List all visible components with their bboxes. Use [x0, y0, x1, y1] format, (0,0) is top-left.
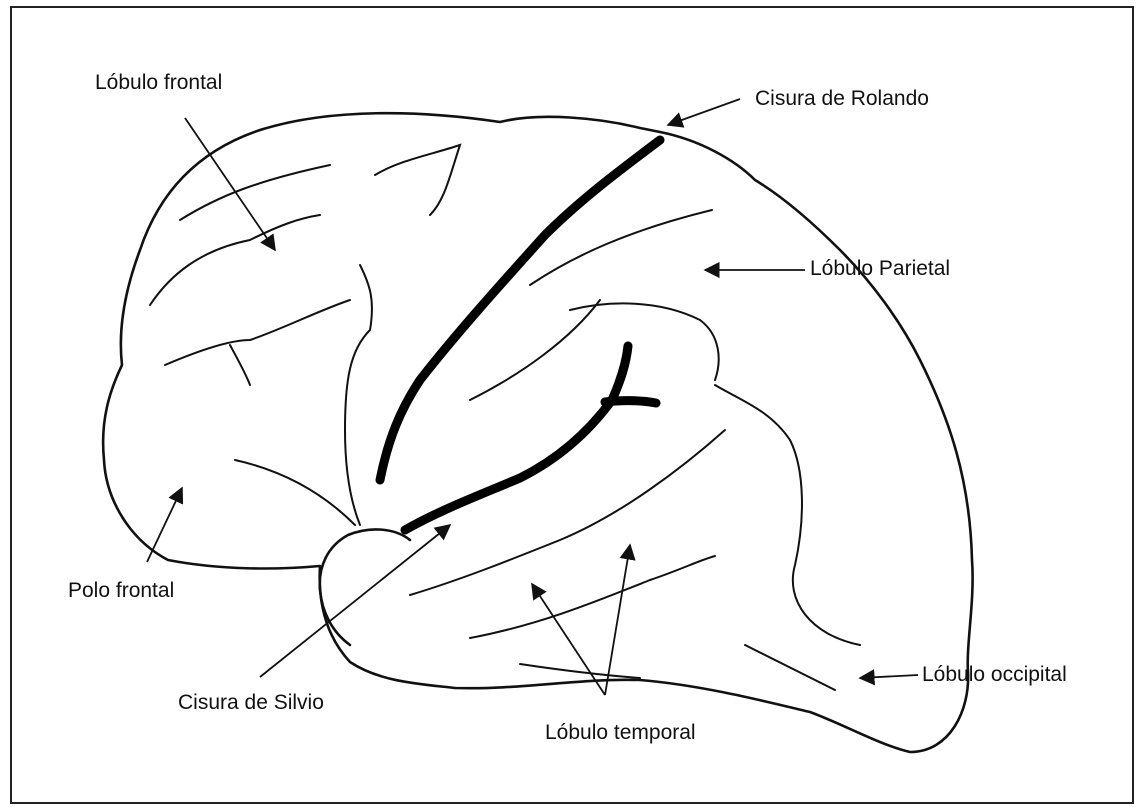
label-sylvian-fissure: Cisura de Silvio — [178, 692, 324, 713]
frontal-sulcus-7 — [235, 460, 355, 525]
parietal-sulcus-2 — [470, 300, 600, 400]
sylvian-fissure-branch — [605, 401, 656, 403]
frontal-sulcus-2 — [150, 215, 320, 305]
arrow-frontal-pole — [147, 488, 182, 562]
label-parietal-lobe: Lóbulo Parietal — [810, 258, 950, 279]
label-frontal-lobe: Lóbulo frontal — [95, 72, 222, 93]
label-rolandic-fissure: Cisura de Rolando — [755, 88, 929, 109]
frontal-sulcus-4 — [165, 300, 350, 365]
temporal-gyrus-upper — [570, 303, 719, 380]
arrow-frontal-lobe — [185, 118, 275, 250]
arrow-temporal-lobe-1 — [532, 584, 605, 695]
rolandic-fissure — [380, 140, 660, 480]
frontal-sulcus-1 — [180, 165, 330, 220]
frontal-sulcus-6 — [345, 265, 372, 525]
temporal-gyrus-lower — [715, 385, 860, 645]
frontal-sulcus-5 — [230, 345, 250, 385]
label-occipital-lobe: Lóbulo occipital — [922, 664, 1067, 685]
arrow-occipital-lobe — [860, 675, 918, 678]
brain-outline — [103, 113, 973, 752]
arrow-rolandic-fissure — [668, 99, 740, 125]
label-frontal-pole: Polo frontal — [68, 580, 174, 601]
temporal-sulcus-2 — [470, 556, 715, 638]
arrow-sylvian-fissure — [260, 525, 450, 677]
temporal-sulcus-3 — [520, 664, 640, 678]
label-temporal-lobe: Lóbulo temporal — [545, 722, 696, 743]
frontal-sulcus-3 — [375, 145, 460, 215]
occipital-sulcus — [745, 645, 835, 690]
temporal-pole — [320, 529, 410, 645]
arrow-temporal-lobe-2 — [605, 545, 630, 695]
